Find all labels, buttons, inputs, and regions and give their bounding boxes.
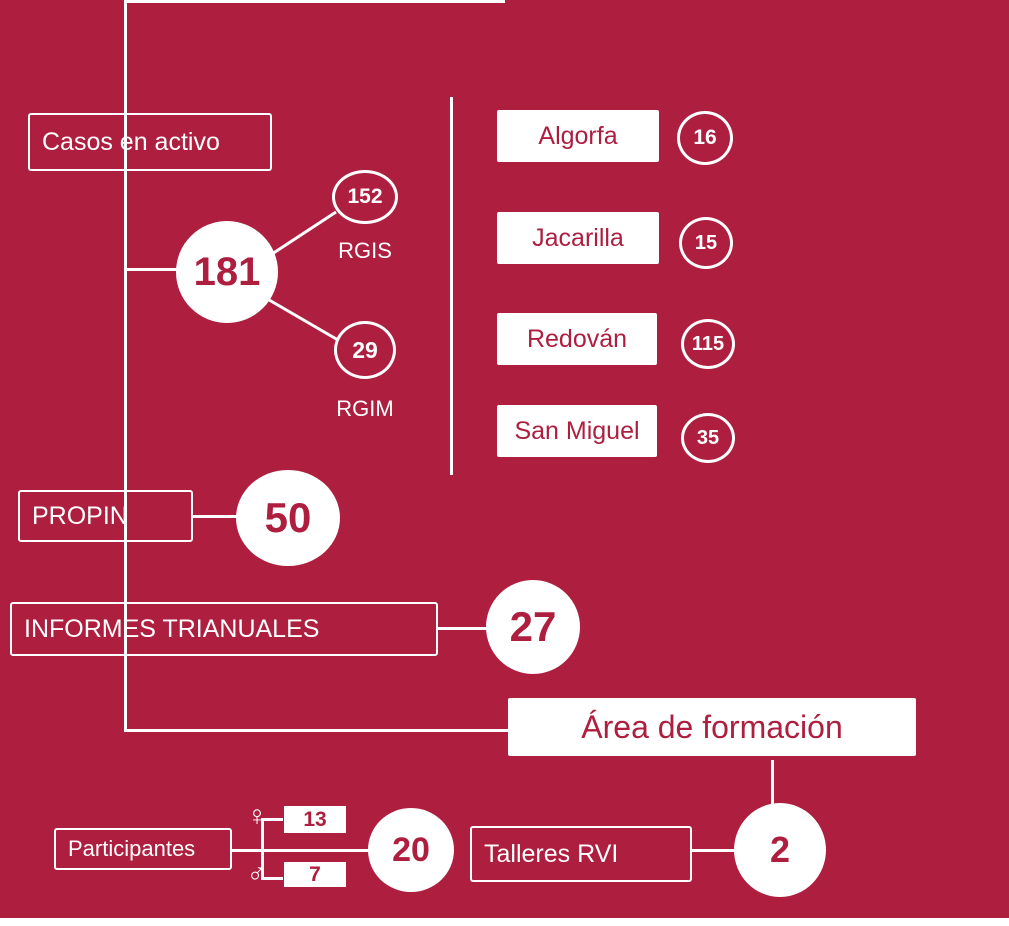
rgim-circle: 29 xyxy=(334,321,396,379)
municipio-name: Jacarilla xyxy=(532,223,624,252)
male-count-box: 7 xyxy=(284,862,346,887)
municipio-box-jacarilla: Jacarilla xyxy=(497,212,659,264)
municipio-box-algorfa: Algorfa xyxy=(497,110,659,162)
talleres-rvi-label: Talleres RVI xyxy=(484,839,619,868)
municipio-value: 115 xyxy=(691,332,725,355)
male-icon: ♂ xyxy=(246,858,268,889)
municipio-box-san-miguel: San Miguel xyxy=(497,405,657,457)
municipio-name: San Miguel xyxy=(514,416,640,445)
informes-trianuales-label: INFORMES TRIANUALES xyxy=(24,614,320,643)
municipio-name: Redován xyxy=(526,324,628,353)
area-formacion-label: Área de formación xyxy=(581,708,843,745)
branch-to-rgis xyxy=(271,210,337,256)
municipio-value-circle: 15 xyxy=(679,217,733,269)
casos-en-activo-box: Casos en activo xyxy=(28,113,272,171)
municipio-name: Algorfa xyxy=(538,121,618,150)
informes-value-circle: 27 xyxy=(486,580,580,674)
participantes-label: Participantes xyxy=(68,836,196,861)
informes-connector-line xyxy=(437,627,487,630)
informes-trianuales-box: INFORMES TRIANUALES xyxy=(10,602,438,656)
casos-total-value: 181 xyxy=(193,249,261,294)
trunk-to-formacion-line xyxy=(124,729,510,732)
formacion-drop-line xyxy=(771,760,774,808)
participantes-total-circle: 20 xyxy=(368,808,454,892)
area-formacion-box: Área de formación xyxy=(508,698,916,756)
municipio-value-circle: 35 xyxy=(681,413,735,463)
casos-en-activo-label: Casos en activo xyxy=(42,127,220,156)
main-trunk-line xyxy=(124,0,127,732)
casos-total-circle: 181 xyxy=(176,221,278,323)
talleres-rvi-box: Talleres RVI xyxy=(470,826,692,882)
municipios-divider-line xyxy=(450,97,453,475)
rgim-value: 29 xyxy=(352,336,378,363)
municipio-value-circle: 115 xyxy=(681,319,735,369)
male-connector-line xyxy=(261,877,283,880)
informes-value: 27 xyxy=(509,603,557,650)
female-count: 13 xyxy=(303,807,327,831)
female-count-box: 13 xyxy=(284,806,346,833)
branch-to-rgim xyxy=(263,295,339,342)
propin-label: PROPIN xyxy=(32,501,128,530)
propin-box: PROPIN xyxy=(18,490,193,542)
rgis-label: RGIS xyxy=(338,238,392,263)
propin-connector-line xyxy=(192,515,238,518)
municipio-value: 35 xyxy=(696,426,720,449)
rgis-value: 152 xyxy=(347,185,383,208)
female-icon: ♀ xyxy=(246,800,268,831)
municipio-box-redovan: Redován xyxy=(497,313,657,365)
participantes-connector-line xyxy=(230,849,370,852)
gender-vertical-line xyxy=(261,818,264,880)
talleres-value: 2 xyxy=(769,829,791,870)
female-connector-line xyxy=(261,818,283,821)
talleres-value-circle: 2 xyxy=(734,803,826,897)
talleres-connector-line xyxy=(692,849,736,852)
male-count: 7 xyxy=(309,862,321,886)
municipio-value: 16 xyxy=(693,126,717,149)
top-connector xyxy=(125,0,505,3)
participantes-box: Participantes xyxy=(54,828,232,870)
municipio-value: 15 xyxy=(694,231,718,254)
municipio-value-circle: 16 xyxy=(677,111,733,165)
propin-value: 50 xyxy=(264,494,312,541)
trunk-to-181-line xyxy=(126,268,178,271)
propin-value-circle: 50 xyxy=(236,470,340,566)
rgis-circle: 152 xyxy=(332,170,398,224)
participantes-total: 20 xyxy=(392,830,430,869)
rgim-label: RGIM xyxy=(336,396,394,421)
